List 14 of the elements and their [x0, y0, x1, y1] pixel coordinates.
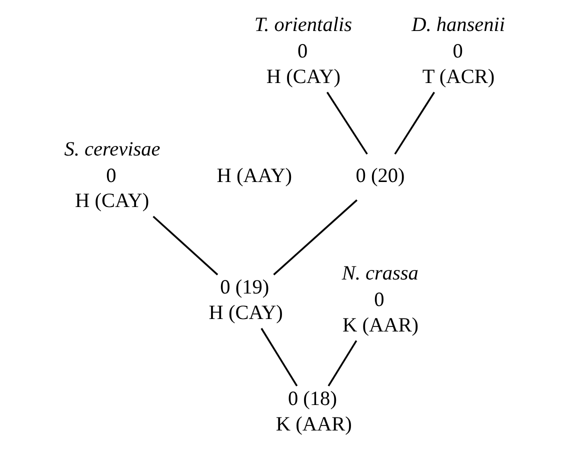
connector: [260, 328, 298, 386]
node-text: T. orientalis 0 H (CAY): [254, 14, 352, 88]
node-text: S. cerevisae 0 H (CAY): [64, 138, 160, 212]
node-text: 0 (18) K (AAR): [276, 388, 352, 436]
node-text: D. hansenii 0 T (ACR): [412, 14, 506, 88]
connector: [273, 199, 358, 276]
node-text: 0 (19) H (CAY): [208, 276, 283, 324]
node-text: 0 (20): [356, 164, 405, 187]
connector: [328, 340, 358, 386]
connector: [326, 92, 368, 155]
node-text: N. crassa 0 K (AAR): [342, 262, 418, 336]
connector: [152, 216, 218, 276]
connector: [394, 92, 435, 155]
node-label: H (AAY): [216, 164, 292, 187]
